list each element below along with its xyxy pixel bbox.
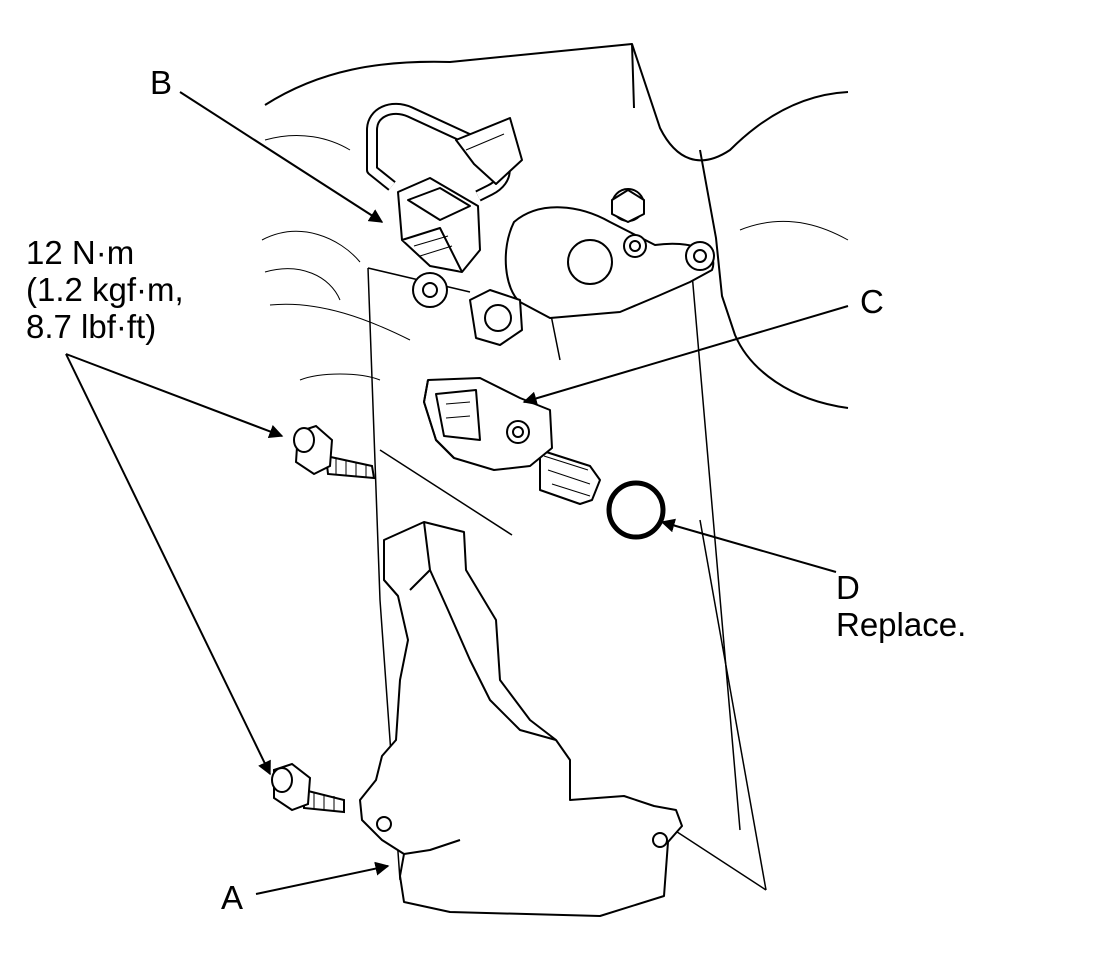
label-c: C bbox=[860, 283, 884, 320]
label-a: A bbox=[221, 879, 244, 916]
upper-bracket bbox=[412, 188, 715, 346]
label-d: D bbox=[836, 569, 860, 606]
bolt-lower-left bbox=[271, 762, 345, 814]
leader-c bbox=[522, 305, 849, 406]
label-d-group: D Replace. bbox=[836, 569, 966, 643]
engine-block-outline bbox=[261, 43, 849, 409]
o-ring-d bbox=[606, 480, 666, 540]
connector-b bbox=[366, 102, 523, 273]
leader-lines bbox=[65, 91, 849, 895]
leader-b bbox=[179, 91, 384, 223]
cover-a bbox=[359, 521, 683, 917]
torque-spec: 12 N·m (1.2 kgf·m, 8.7 lbf·ft) bbox=[26, 234, 184, 345]
label-d-note: Replace. bbox=[836, 606, 967, 643]
torque-spec-lbfft: 8.7 lbf·ft) bbox=[26, 308, 157, 345]
torque-spec-nm: 12 N·m bbox=[26, 234, 135, 271]
leader-a bbox=[255, 861, 390, 895]
bolt-upper-left bbox=[293, 424, 376, 480]
leader-torque-upper bbox=[65, 353, 284, 439]
leader-d bbox=[660, 518, 837, 573]
sensor-c bbox=[423, 377, 601, 505]
torque-spec-kgfm: (1.2 kgf·m, bbox=[26, 271, 184, 308]
leader-torque-lower bbox=[65, 353, 271, 776]
label-b: B bbox=[150, 64, 173, 101]
